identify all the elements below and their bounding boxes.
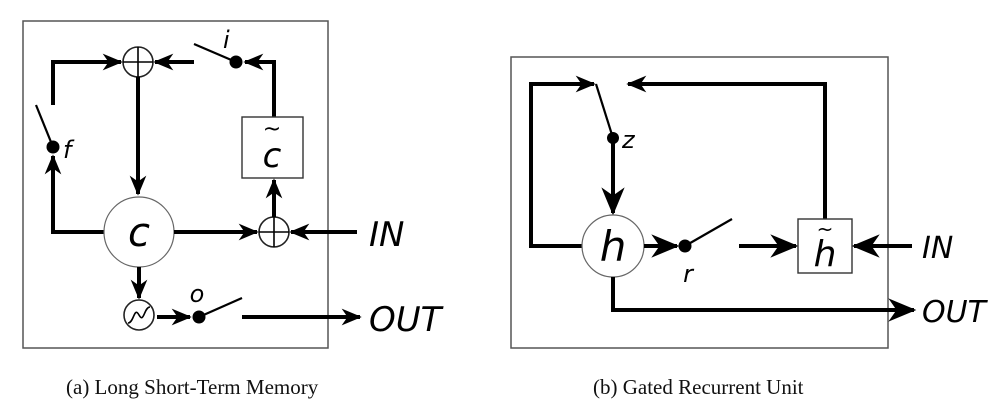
hidden-state-node: h [581, 214, 645, 278]
input-gate-dot [229, 55, 243, 69]
input-gate-switch [193, 42, 237, 64]
gru-output-label: OUT [922, 295, 989, 330]
candidate-cell-box: ~ c [241, 116, 304, 179]
activation-function-node [123, 299, 155, 331]
candidate-to-input-gate-wire [243, 53, 276, 117]
forget-to-sum-wire [51, 53, 123, 105]
reset-gate-label: r [683, 260, 695, 288]
lower-sum-operator [258, 216, 290, 248]
hidden-to-update-gate-wire [529, 75, 596, 248]
input-gate-label: i [223, 26, 230, 54]
candidate-hidden-box: ~ h [797, 217, 853, 275]
candidate-tilde: ~ [263, 117, 281, 142]
gru-output-wire [611, 277, 917, 322]
forget-gate-switch [34, 104, 55, 148]
cell-to-forget-wire [44, 154, 104, 234]
update-gate-label: z [621, 126, 636, 154]
candidate-hidden-tilde: ~ [817, 217, 834, 241]
forget-gate-label: f [63, 136, 75, 164]
gru-input-label: IN [922, 231, 953, 266]
update-gate-switch [594, 83, 615, 139]
lstm-input-label: IN [369, 215, 404, 255]
top-sum-operator [122, 46, 154, 78]
hidden-state-label: h [600, 222, 627, 271]
lstm-frame [22, 20, 329, 349]
gru-frame [510, 56, 889, 349]
output-gate-switch [198, 296, 243, 319]
reset-gate-switch [684, 218, 733, 247]
memory-cell-node: c [103, 196, 175, 268]
candidate-to-update-gate-wire [626, 75, 827, 219]
output-gate-label: o [190, 280, 205, 308]
gru-panel: z h r ~ h IN OUT (b) Gated Recurrent Uni… [510, 56, 989, 399]
candidate-cell-label: c [263, 136, 282, 176]
candidate-hidden-label: h [814, 234, 837, 275]
lstm-caption: (a) Long Short-Term Memory [66, 375, 319, 399]
gru-caption: (b) Gated Recurrent Unit [593, 375, 804, 399]
forget-gate-dot [46, 140, 60, 154]
memory-cell-label: c [128, 210, 150, 256]
lstm-output-label: OUT [369, 300, 444, 340]
lstm-panel: f i ~ c c IN [22, 20, 444, 399]
